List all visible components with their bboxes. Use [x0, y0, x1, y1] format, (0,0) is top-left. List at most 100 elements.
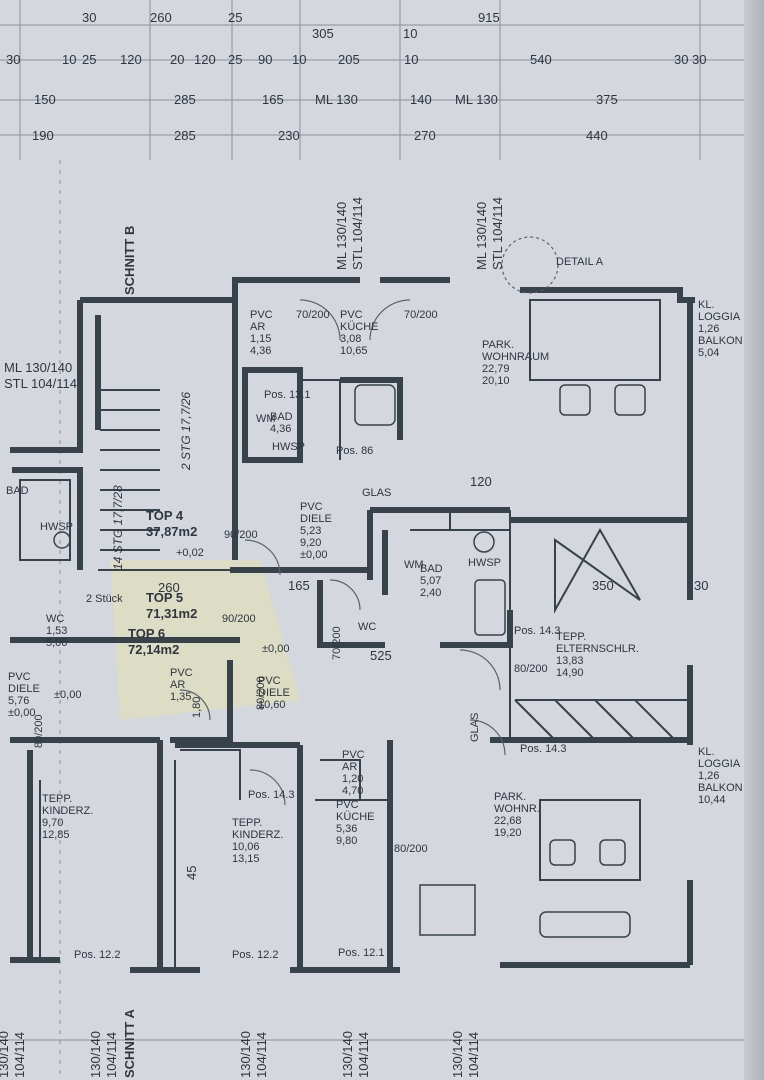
unit-top6: TOP 6 72,14m2: [128, 626, 179, 657]
room-label-line: 2,40: [420, 587, 441, 599]
dim-r2-1: 10: [62, 52, 76, 67]
room-label-line: KL.: [698, 299, 715, 311]
room-label-line: PARK.: [482, 339, 514, 351]
note-hwsp-a: HWSP: [272, 441, 305, 453]
dim-r4-4: 440: [586, 128, 608, 143]
window-stl-b: STL 104/114: [490, 197, 505, 270]
dim-r3-0: 150: [34, 92, 56, 107]
unit-top5-name: TOP 5: [146, 590, 183, 605]
room-label-line: BAD: [270, 411, 293, 423]
note-door-i: 80/200: [394, 843, 428, 855]
room-label-line: 5,07: [420, 575, 441, 587]
note-hwsp-c: HWSP: [468, 557, 501, 569]
dim-r2-5: 120: [194, 52, 216, 67]
note-wm-a: WM: [256, 413, 276, 425]
room-label-line: LOGGIA: [698, 311, 741, 323]
note-d30: 30: [694, 578, 708, 593]
dim-r2-2: 25: [82, 52, 96, 67]
plan-notes: 70/200 70/200 90/200 90/200 80/200 80/20…: [33, 309, 708, 961]
room-label-line: BAD: [420, 563, 443, 575]
bottom-tag-5: 104/114: [356, 1032, 371, 1078]
unit-top5-area: 71,31m2: [146, 606, 197, 621]
dim-r2-12: 30: [674, 52, 688, 67]
room-label-line: TEPP.: [42, 793, 72, 805]
bottom-tag-6: 130/140: [450, 1031, 465, 1078]
room-label-line: PVC: [342, 749, 365, 761]
dim-r2-13: 30: [692, 52, 706, 67]
room-label-line: KINDERZ.: [232, 829, 283, 841]
washbasin-icon: [473, 531, 495, 553]
dimension-lines: [0, 0, 744, 1080]
room-label-line: DIELE: [8, 683, 40, 695]
room-label-line: TEPP.: [232, 817, 262, 829]
dim-r3-5: ML 130: [455, 92, 498, 107]
unit-top5: TOP 5 71,31m2: [146, 590, 197, 621]
room-label-line: KÜCHE: [336, 811, 375, 823]
dim-r4-1: 285: [174, 128, 196, 143]
room-label-line: 1,26: [698, 323, 719, 335]
fixtures: [53, 384, 646, 938]
room-label-line: AR: [250, 321, 265, 333]
room-label-line: TEPP.: [556, 631, 586, 643]
room-label-line: PVC: [8, 671, 31, 683]
room-label-line: WC: [46, 613, 64, 625]
room-label-line: PVC: [300, 501, 323, 513]
note-pos-g: Pos. 13.1: [264, 389, 310, 401]
table-icon: [419, 884, 476, 936]
note-door-g: 80/200: [255, 676, 267, 710]
note-d165: 165: [288, 578, 310, 593]
room-label-line: 5,04: [698, 347, 719, 359]
room-label-line: 22,79: [482, 363, 510, 375]
dimension-row-3: 150 285 165 ML 130 140 ML 130 375: [34, 92, 618, 107]
bottom-tag-8: 130/140: [0, 1031, 11, 1078]
bottom-tag-7: 104/114: [466, 1032, 481, 1078]
note-glas-b: GLAS: [469, 713, 481, 742]
dim-r1-1: 260: [150, 10, 172, 25]
sink-icon: [53, 531, 71, 549]
dim-r1-4: 10: [403, 26, 417, 41]
room-label-line: 9,80: [336, 835, 357, 847]
note-wm-b: WM: [404, 559, 424, 571]
room-label-line: 14,90: [556, 667, 584, 679]
room-label-line: PARK.: [494, 791, 526, 803]
room-label-line: 10,44: [698, 794, 726, 806]
window-ml-b: ML 130/140: [474, 202, 489, 270]
window-left-stl: STL 104/114: [4, 376, 77, 391]
room-label-line: 20,10: [482, 375, 510, 387]
room-label-line: 4,36: [250, 345, 271, 357]
room-label-line: 1,53: [46, 625, 67, 637]
dimension-row-2: 30 10 25 120 20 120 25 90 10 205 10 540 …: [6, 52, 706, 67]
note-stair-a: 2 STG 17,7/26: [179, 392, 193, 471]
note-hwsp-b: HWSP: [40, 521, 73, 533]
note-pos-h: Pos. 14.3: [248, 789, 294, 801]
room-label-line: LOGGIA: [698, 758, 741, 770]
bathtub-icon: [354, 384, 396, 426]
room-label-line: 10,06: [232, 841, 260, 853]
dim-r2-11: 540: [530, 52, 552, 67]
room-label-line: 10,65: [340, 345, 368, 357]
armchair-icon: [559, 384, 591, 416]
room-label-line: 1,15: [250, 333, 271, 345]
note-pos-a: Pos. 86: [336, 445, 373, 457]
dim-r3-2: 165: [262, 92, 284, 107]
room-label-line: ±0,00: [8, 707, 35, 719]
note-pos-b: Pos. 14.3: [514, 625, 560, 637]
note-stair-b: 14 STG 17,7/28: [111, 485, 125, 570]
room-label-line: BALKON: [698, 782, 743, 794]
window-left-ml: ML 130/140: [4, 360, 72, 375]
room-label-line: 5,06: [46, 637, 67, 649]
note-door-d: 90/200: [222, 613, 256, 625]
shower-icon: [474, 579, 506, 636]
window-ml-a: ML 130/140: [334, 202, 349, 270]
